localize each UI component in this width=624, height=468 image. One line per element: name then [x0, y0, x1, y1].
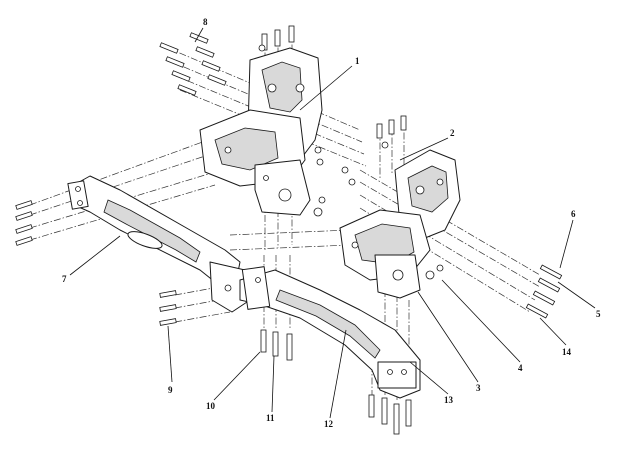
- callout-11: 11: [266, 413, 275, 423]
- callout-2: 2: [450, 128, 455, 138]
- callout-8: 8: [203, 17, 208, 27]
- callout-12: 12: [324, 419, 333, 429]
- callout-3: 3: [476, 383, 481, 393]
- callout-4: 4: [518, 363, 523, 373]
- callout-14: 14: [562, 347, 571, 357]
- bolts: [15, 25, 563, 435]
- callout-9: 9: [168, 385, 173, 395]
- leader-lines: [69, 27, 596, 419]
- bolt-group-8: [159, 32, 227, 96]
- callout-13: 13: [444, 395, 453, 405]
- bracket-assembly-right: [339, 149, 461, 299]
- cross-member-tube: [67, 175, 251, 313]
- callout-1: 1: [355, 56, 360, 66]
- callout-10: 10: [206, 401, 215, 411]
- callout-7: 7: [62, 274, 67, 284]
- lower-cross-member: [239, 266, 421, 399]
- callout-5: 5: [596, 309, 601, 319]
- callout-6: 6: [571, 209, 576, 219]
- bracket-assembly-left: [199, 47, 323, 216]
